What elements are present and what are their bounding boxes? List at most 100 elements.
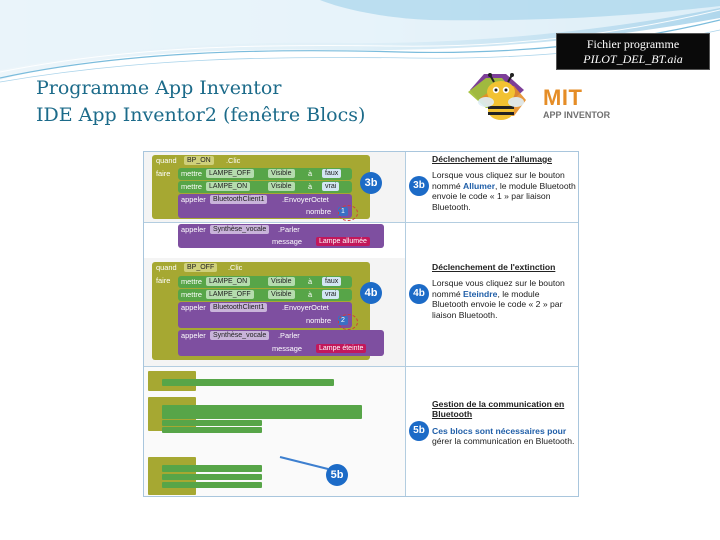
file-badge-line1: Fichier programme	[586, 37, 680, 51]
method-name: .Parler	[278, 225, 300, 234]
call-block-parler[interactable]: appeler Synthèse_vocale .Parler message …	[178, 224, 384, 248]
highlight-circle	[338, 314, 358, 330]
description-title: Déclenchement de l'extinction	[432, 262, 556, 272]
a-label: à	[308, 290, 313, 299]
mini-set-block[interactable]	[162, 482, 262, 488]
callout-pointer-line	[279, 456, 329, 470]
callout-4b-blocks: 4b	[360, 282, 382, 304]
app-inventor-bee-icon	[468, 73, 526, 120]
component-dropdown[interactable]: BP_OFF	[184, 263, 218, 272]
logo-app-inventor-text: APP INVENTOR	[543, 110, 611, 120]
highlight-circle	[338, 205, 358, 221]
set-block-lampe-on[interactable]: mettre LAMPE_ON Visible à vrai	[178, 181, 352, 193]
component-dropdown[interactable]: BluetoothClient1	[210, 303, 268, 312]
description-allumage: Déclenchement de l'allumage Lorsque vous…	[406, 152, 578, 222]
callout-5b-blocks: 5b	[326, 464, 348, 486]
appeler-label: appeler	[181, 331, 206, 340]
message-label: message	[272, 344, 302, 353]
mini-set-block[interactable]	[162, 405, 362, 419]
callout-3b-blocks: 3b	[360, 172, 382, 194]
boolean-false-block[interactable]: faux	[322, 169, 342, 178]
component-dropdown[interactable]: Synthèse_vocale	[210, 225, 270, 234]
call-block-envoyer-octet[interactable]: appeler BluetoothClient1 .EnvoyerOctet n…	[178, 302, 352, 328]
mettre-label: mettre	[181, 169, 202, 178]
quand-label: quand	[156, 156, 177, 165]
mettre-label: mettre	[181, 290, 202, 299]
mini-set-block[interactable]	[162, 474, 262, 480]
file-name-badge: Fichier programme PILOT_DEL_BT.aia	[556, 33, 710, 70]
boolean-true-block[interactable]: vrai	[322, 182, 340, 191]
mettre-label: mettre	[181, 277, 202, 286]
blocks-panel-bluetooth: 5b	[144, 367, 405, 496]
faire-label: faire	[156, 169, 171, 178]
text-value-block[interactable]: Lampe allumée	[316, 237, 370, 246]
component-dropdown[interactable]: LAMPE_OFF	[206, 169, 254, 178]
call-block-parler[interactable]: appeler Synthèse_vocale .Parler message …	[178, 330, 384, 356]
component-dropdown[interactable]: LAMPE_ON	[206, 277, 251, 286]
horizontal-separator-2	[144, 366, 578, 367]
nombre-label: nombre	[306, 316, 332, 325]
description-extinction: Déclenchement de l'extinction Lorsque vo…	[406, 258, 578, 366]
callout-3b-description: 3b	[409, 176, 429, 196]
nombre-label: nombre	[306, 207, 332, 216]
event-name: .Clic	[228, 263, 243, 272]
set-block-lampe-off[interactable]: mettre LAMPE_OFF Visible à vrai	[178, 289, 352, 301]
component-dropdown[interactable]: LAMPE_ON	[206, 182, 251, 191]
blocks-panel-allumage: quand BP_ON .Clic faire mettre LAMPE_OFF…	[144, 152, 405, 222]
property-dropdown[interactable]: Visible	[268, 277, 295, 286]
event-name: .Clic	[226, 156, 241, 165]
appeler-label: appeler	[181, 303, 206, 312]
title-line1: Programme App Inventor	[36, 77, 282, 99]
description-text-post: , le module Bluetooth envoie le code « 1…	[432, 180, 576, 212]
description-text-post: gérer la communication en Bluetooth.	[432, 436, 575, 447]
a-label: à	[308, 182, 313, 191]
text-value-block[interactable]: Lampe éteinte	[316, 344, 367, 353]
description-title: Gestion de la communication en Bluetooth	[432, 399, 565, 420]
logo-mit-text: MIT	[543, 85, 583, 110]
slide-title: Programme App Inventor IDE App Inventor2…	[36, 75, 365, 129]
description-bluetooth: Gestion de la communication en Bluetooth…	[406, 367, 578, 496]
description-text-pre: Lorsque vous cliquez sur le bouton nommé	[432, 278, 565, 299]
set-block-lampe-off[interactable]: mettre LAMPE_OFF Visible à faux	[178, 168, 352, 180]
file-badge-line2: PILOT_DEL_BT.aia	[583, 52, 683, 66]
mettre-label: mettre	[181, 182, 202, 191]
component-dropdown[interactable]: Synthèse_vocale	[210, 331, 270, 340]
a-label: à	[308, 277, 313, 286]
mini-set-block[interactable]	[162, 379, 334, 386]
a-label: à	[308, 169, 313, 178]
mit-app-inventor-logo: MIT APP INVENTOR	[466, 70, 618, 132]
description-title: Déclenchement de l'allumage	[432, 154, 553, 164]
method-name: .EnvoyerOctet	[282, 195, 329, 204]
component-dropdown[interactable]: LAMPE_OFF	[206, 290, 254, 299]
appeler-label: appeler	[181, 195, 206, 204]
description-highlight: Eteindre	[463, 288, 498, 299]
title-line2: IDE App Inventor2 (fenêtre Blocs)	[36, 104, 366, 126]
blocks-editor-screenshot: quand BP_ON .Clic faire mettre LAMPE_OFF…	[143, 151, 579, 497]
component-dropdown[interactable]: BP_ON	[184, 156, 214, 165]
call-block-envoyer-octet[interactable]: appeler BluetoothClient1 .EnvoyerOctet n…	[178, 194, 352, 218]
property-dropdown[interactable]: Visible	[268, 182, 295, 191]
description-highlight: Allumer	[463, 180, 496, 191]
mini-set-block[interactable]	[162, 420, 262, 426]
header-wave-decoration	[0, 0, 720, 83]
message-label: message	[272, 237, 302, 246]
mini-set-block[interactable]	[162, 427, 262, 433]
callout-4b-description: 4b	[409, 284, 429, 304]
boolean-true-block[interactable]: vrai	[322, 290, 340, 299]
appeler-label: appeler	[181, 225, 206, 234]
description-text-pre: Lorsque vous cliquez sur le bouton nommé	[432, 170, 565, 191]
blocks-panel-extinction: quand BP_OFF .Clic faire mettre LAMPE_ON…	[144, 258, 405, 366]
method-name: .Parler	[278, 331, 300, 340]
method-name: .EnvoyerOctet	[282, 303, 329, 312]
boolean-false-block[interactable]: faux	[322, 277, 342, 286]
description-text-post: , le module Bluetooth envoie le code « 2…	[432, 288, 563, 320]
property-dropdown[interactable]: Visible	[268, 169, 295, 178]
callout-5b-description: 5b	[409, 421, 429, 441]
mini-set-block[interactable]	[162, 465, 262, 472]
description-highlight: Ces blocs sont nécessaires pour	[432, 425, 567, 436]
vertical-separator	[405, 152, 406, 496]
set-block-lampe-on[interactable]: mettre LAMPE_ON Visible à faux	[178, 276, 352, 288]
property-dropdown[interactable]: Visible	[268, 290, 295, 299]
component-dropdown[interactable]: BluetoothClient1	[210, 195, 268, 204]
